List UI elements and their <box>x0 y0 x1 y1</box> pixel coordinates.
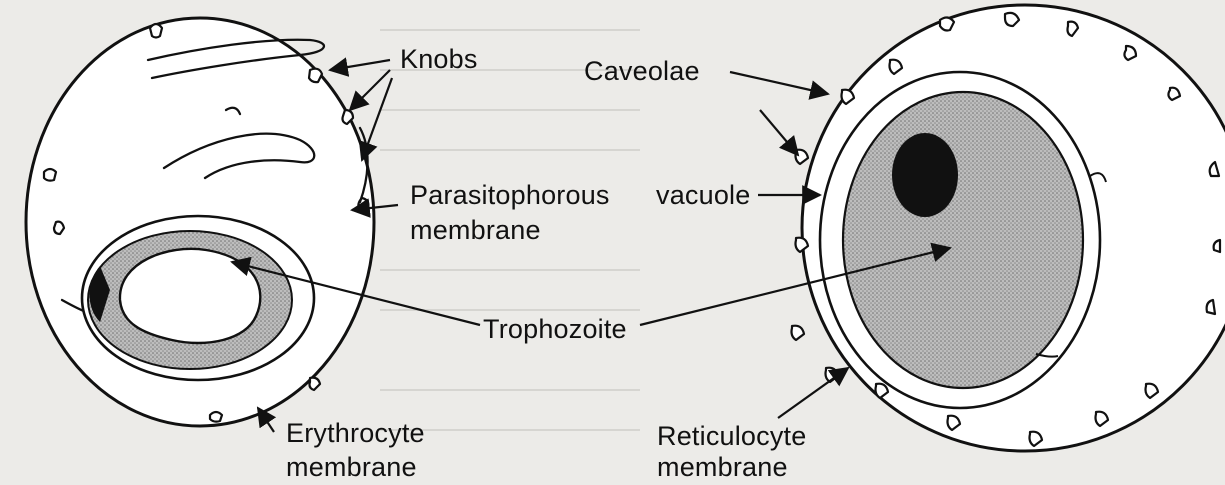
label-parasitophorous-membrane: membrane <box>410 215 541 246</box>
label-erythrocyte-membrane: membrane <box>286 452 417 483</box>
arrow-knobs <box>330 60 390 70</box>
nucleus <box>892 133 958 217</box>
label-erythrocyte: Erythrocyte <box>286 418 425 449</box>
trophozoite-right <box>843 92 1083 388</box>
trophozoite-left <box>88 231 292 369</box>
arrow-knobs-3 <box>362 78 392 160</box>
label-trophozoite: Trophozoite <box>483 314 627 345</box>
arrow-caveolae-1 <box>730 72 828 94</box>
arrow-reticulocyte <box>778 368 848 418</box>
label-parasitophorous: Parasitophorous <box>410 180 610 211</box>
label-caveolae: Caveolae <box>584 56 700 87</box>
label-reticulocyte-membrane: membrane <box>657 452 788 483</box>
arrow-knobs-2 <box>350 70 390 110</box>
label-reticulocyte: Reticulocyte <box>657 421 806 452</box>
label-vacuole: vacuole <box>656 180 750 211</box>
arrow-caveolae-2 <box>760 110 798 155</box>
label-knobs: Knobs <box>400 44 478 75</box>
